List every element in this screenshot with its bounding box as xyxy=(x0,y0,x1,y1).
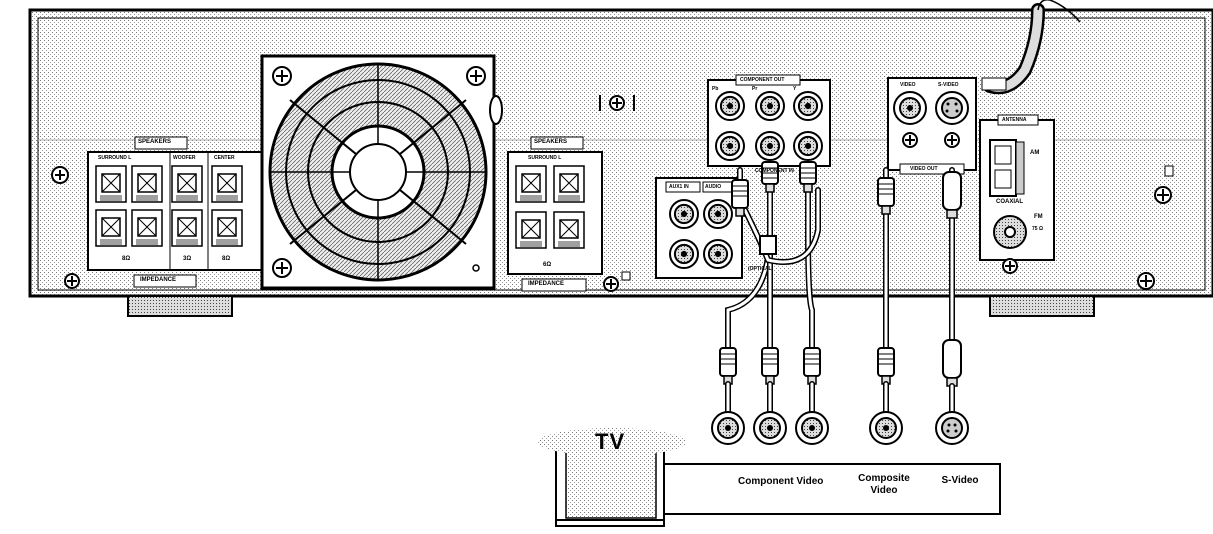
screw-icon xyxy=(1002,258,1018,274)
svideo-connection-label: S-Video xyxy=(941,475,979,486)
screw-icon xyxy=(609,95,625,111)
impedance-left-label: IMPEDANCE xyxy=(140,277,177,283)
tv-unit xyxy=(538,428,1001,527)
cable-group xyxy=(711,161,969,445)
aux2-label: AUDIO xyxy=(705,184,722,190)
tv-rca-jack[interactable] xyxy=(711,411,745,445)
screw-icon xyxy=(272,66,292,86)
screw-icon xyxy=(64,273,80,289)
tv-rca-jack[interactable] xyxy=(753,411,787,445)
right-foot xyxy=(989,295,1095,317)
impedance-right-label: IMPEDANCE xyxy=(528,281,565,287)
speaker-terminal[interactable] xyxy=(95,165,127,203)
speakers-left-title: SPEAKERS xyxy=(138,139,172,145)
svideo-jack[interactable] xyxy=(935,91,969,125)
fm-ohm-label: 75 Ω xyxy=(1032,226,1043,232)
speaker-terminal[interactable] xyxy=(95,209,127,247)
component-jack[interactable] xyxy=(793,91,823,121)
rca-plug xyxy=(761,347,779,385)
video-label: VIDEO xyxy=(900,82,916,88)
rca-plug xyxy=(731,179,749,217)
svideo-plug xyxy=(942,339,962,387)
aux-jack[interactable] xyxy=(703,239,733,269)
aux-jack[interactable] xyxy=(703,199,733,229)
speaker-terminal[interactable] xyxy=(211,209,243,247)
rca-plug xyxy=(877,347,895,385)
antenna-title: ANTENNA xyxy=(1002,117,1027,123)
left-foot xyxy=(127,295,233,317)
channel-surround-label: SURROUND L xyxy=(98,155,132,161)
impedance-left-box xyxy=(133,274,197,288)
speaker-terminal[interactable] xyxy=(131,209,163,247)
rca-plug xyxy=(803,347,821,385)
speaker-terminal[interactable] xyxy=(171,165,203,203)
cooling-fan xyxy=(260,54,496,290)
speaker-terminal[interactable] xyxy=(515,211,547,249)
ohm-label: 3Ω xyxy=(183,256,192,262)
video-out-panel xyxy=(887,77,977,175)
component-jack[interactable] xyxy=(715,131,745,161)
speaker-terminal[interactable] xyxy=(211,165,243,203)
rca-plug xyxy=(761,161,779,193)
tv-label: TV xyxy=(595,429,626,454)
component-jack[interactable] xyxy=(715,91,745,121)
speakers-left-title-box xyxy=(134,136,188,150)
screw-icon xyxy=(1137,272,1155,290)
screw-icon xyxy=(466,66,486,86)
tv-rca-jack[interactable] xyxy=(869,411,903,445)
component-jack[interactable] xyxy=(793,131,823,161)
screw-icon xyxy=(944,132,960,148)
aux1-label: AUX1 IN xyxy=(669,184,689,190)
coaxial-label: COAXIAL xyxy=(996,199,1023,205)
am-label: AM xyxy=(1030,150,1040,156)
y-label: Y xyxy=(793,86,797,92)
rca-plug xyxy=(877,177,895,215)
speaker-terminal[interactable] xyxy=(515,165,547,203)
composite-video-jack[interactable] xyxy=(893,91,927,125)
optical-plug xyxy=(759,235,777,255)
svideo-label: S-VIDEO xyxy=(938,82,959,88)
rca-plug xyxy=(799,161,817,193)
tv-svideo-jack[interactable] xyxy=(935,411,969,445)
antenna-panel xyxy=(979,114,1055,261)
speaker-terminals-left xyxy=(87,151,263,271)
ohm-label: 6Ω xyxy=(543,262,552,268)
speaker-terminal[interactable] xyxy=(553,211,585,249)
optical-label: (OPTICAL) xyxy=(748,266,774,272)
fm-label: FM xyxy=(1034,214,1043,220)
power-cord xyxy=(981,0,1081,95)
speaker-terminals-right xyxy=(507,151,603,275)
speakers-right-title: SPEAKERS xyxy=(534,139,568,145)
component-in-title: COMPONENT IN xyxy=(755,168,794,174)
speakers-right-title-box xyxy=(530,136,584,150)
speaker-terminal[interactable] xyxy=(171,209,203,247)
ohm-label: 8Ω xyxy=(122,256,131,262)
channel-center-label: CENTER xyxy=(214,155,235,161)
composite-video-label: Composite Video xyxy=(858,473,910,496)
screw-icon xyxy=(902,132,918,148)
speaker-terminal[interactable] xyxy=(131,165,163,203)
component-video-label: Component Video xyxy=(738,476,824,487)
screw-icon xyxy=(1154,186,1172,204)
component-jack[interactable] xyxy=(755,131,785,161)
channel-woofer-label: WOOFER xyxy=(173,155,196,161)
rca-plug xyxy=(719,347,737,385)
impedance-right-box xyxy=(521,278,587,292)
screw-icon xyxy=(272,258,292,278)
video-out-title: VIDEO OUT xyxy=(910,166,938,172)
component-out-title: COMPONENT OUT xyxy=(740,77,785,83)
channel-surround-right-label: SURROUND L xyxy=(528,155,562,161)
pr-label: Pr xyxy=(752,86,758,92)
tv-rca-jack[interactable] xyxy=(795,411,829,445)
pb-label: Pb xyxy=(712,86,719,92)
component-jack[interactable] xyxy=(755,91,785,121)
screw-icon xyxy=(51,166,69,184)
svideo-plug xyxy=(942,171,962,219)
aux-jack[interactable] xyxy=(669,199,699,229)
aux-jack[interactable] xyxy=(669,239,699,269)
screw-icon xyxy=(603,276,619,292)
ohm-label: 8Ω xyxy=(222,256,231,262)
speaker-terminal[interactable] xyxy=(553,165,585,203)
